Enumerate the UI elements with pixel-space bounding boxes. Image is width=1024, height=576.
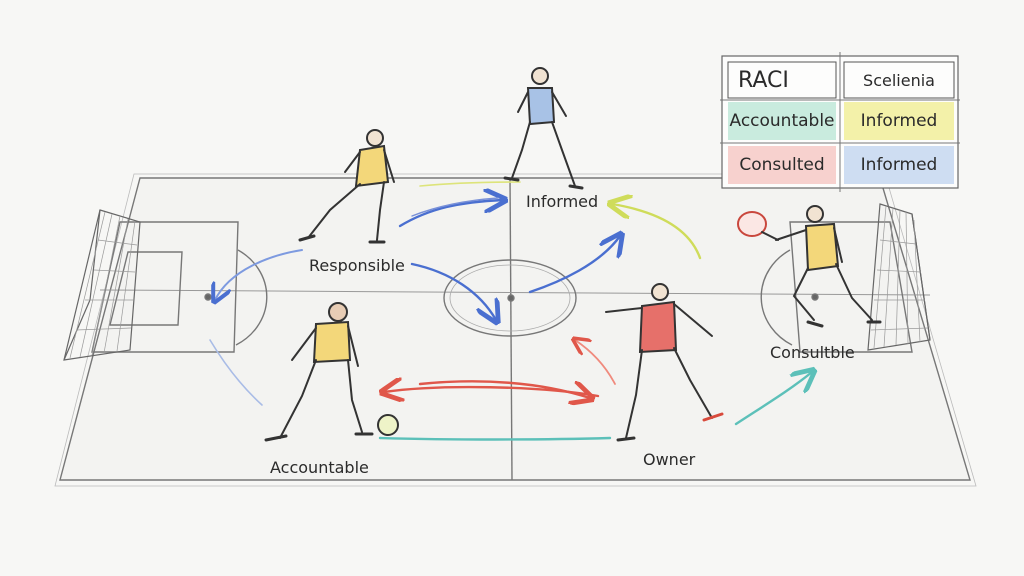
legend-informed-blue: Informed (860, 155, 938, 175)
legend-accountable: Accountable (729, 111, 835, 131)
arrow-teal-2 (734, 372, 812, 426)
arrows (209, 181, 812, 441)
arrow-blue-5 (528, 236, 620, 294)
center-circle (443, 259, 577, 337)
label-accountable: Accountable (270, 458, 369, 477)
right-goal (867, 203, 931, 351)
legend-header-raci: RACI (738, 67, 789, 93)
legend-grid (720, 52, 960, 192)
raci-legend-table: RACI Scelienia Accountable Informed Cons… (720, 52, 960, 192)
legend-header-right: Scelienia (863, 70, 935, 90)
player-informed (503, 67, 584, 190)
arrow-blue-2 (411, 197, 499, 217)
left-goal (63, 209, 141, 361)
legend-informed-yellow: Informed (860, 111, 938, 131)
right-penalty-box (789, 221, 913, 353)
player-consultble (737, 205, 882, 328)
arrow-yellow-1 (612, 204, 702, 260)
arrow-yellow-2 (419, 181, 521, 187)
arrow-blue-6 (209, 339, 263, 406)
ball-icon (377, 414, 399, 436)
legend-consulted: Consulted (739, 155, 825, 175)
player-owner (605, 283, 724, 442)
center-line (509, 177, 513, 481)
arrow-blue-1 (398, 200, 503, 228)
label-owner: Owner (643, 450, 696, 469)
arrow-teal-1 (378, 436, 612, 441)
arrow-blue-3 (215, 249, 303, 300)
tennis-racket-icon (737, 211, 767, 237)
player-accountable (264, 302, 399, 442)
label-informed: Informed (526, 192, 599, 211)
arrow-blue-4 (410, 262, 496, 320)
label-consultble: Consultble (770, 343, 855, 362)
arrow-red-2 (418, 380, 590, 398)
label-responsible: Responsible (309, 256, 405, 275)
player-responsible (298, 129, 395, 244)
arrow-red-3 (575, 340, 616, 385)
